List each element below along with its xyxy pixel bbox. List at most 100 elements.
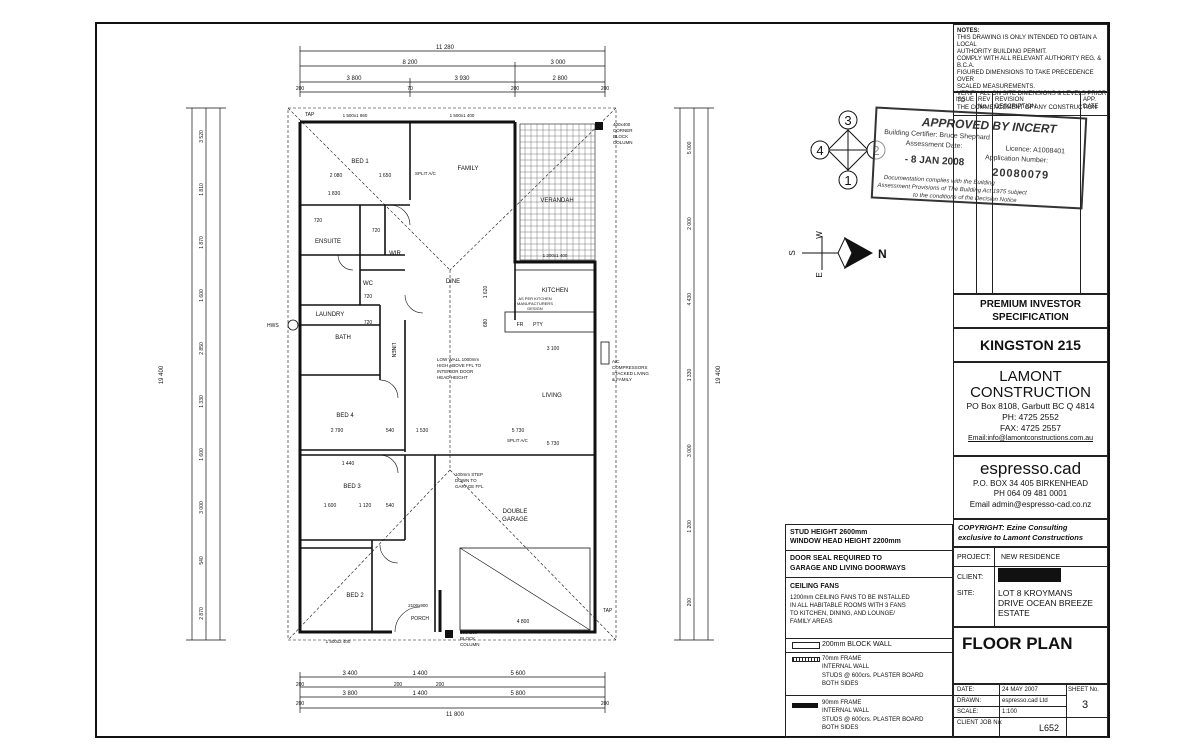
dim-1600: 1 600 [324,503,337,509]
cad-phone: PH 064 09 481 0001 [993,489,1068,498]
notes-line: VERIFY ALL ON SITE DIMENSIONS & LEVELS P… [957,91,1107,104]
sheet-value: 3 [1082,699,1089,711]
dimension-label: 1 600 [199,448,205,461]
cad-box: espresso.cad P.O. BOX 34 405 BIRKENHEAD … [953,456,1108,519]
dimension-label: 5 000 [687,141,693,154]
window-head: WINDOW HEAD HEIGHT 2200mm [790,538,901,545]
legend-90-swatch [792,703,818,708]
room-ensuite: ENSUITE [315,239,341,245]
roof-outline [287,107,617,641]
cad-email[interactable]: Email admin@espresso-cad.co.nz [969,500,1092,509]
ceiling-fans-3: TO KITCHEN, DINING, AND LOUNGE/ [790,611,895,617]
revision-table: ISSUE REV No. REVISION DESCRIPTION APP. … [953,92,1108,294]
note-split-ac-1: SPLIT A/C [415,171,437,176]
room-bed3: BED 3 [343,484,361,490]
compass-w: W [815,231,824,239]
dim-top-left: 8 200 [402,60,418,66]
dim-right-overall: 19 400 [716,365,722,384]
builder-address: PO Box 8108, Garbutt BC Q 4814 [966,401,1095,411]
notes-line: THIS DRAWING IS ONLY INTENDED TO OBTAIN … [957,35,1097,48]
room-bed2: BED 2 [346,593,364,599]
ceiling-fans-2: IN ALL HABITABLE ROOMS WITH 3 FANS [790,603,906,609]
room-bed4: BED 4 [336,413,354,419]
left-dimension-lines [186,107,226,641]
corner-block-column [595,122,603,130]
dim-540b: 540 [386,503,395,509]
kitchen-pantry: PTY [533,322,543,328]
room-laundry: LAUNDRY [316,312,345,318]
site-line2: DRIVE OCEAN BREEZE [998,598,1093,608]
scale-value: 1:100 [1002,709,1018,715]
dim-720d: 720 [364,320,373,326]
rev-date: DATE [1083,104,1099,110]
note-split-ac-2: SPLIT A/C [507,438,529,443]
note-porch-size: 2100x900 [408,603,428,608]
dimension-label: 3 000 [687,444,693,457]
note-ac-2: COMPRESSORS [612,365,648,370]
dim-1530: 1 530 [416,428,429,434]
dim-1120: 1 120 [359,503,372,509]
scale-label: SCALE: [957,709,979,715]
dim-bot-s5: 1 400 [412,691,428,697]
note-porch-col-3: COLUMN [460,642,480,647]
dim-top-200a: 200 [296,86,305,92]
dim-top-s3: 2 800 [552,76,568,82]
garage-door [459,547,591,631]
room-kitchen: KITCHEN [542,288,568,294]
dim-top-s1: 3 800 [346,76,362,82]
builder-email[interactable]: Email:info@lamontconstructions.com.au [968,435,1093,442]
room-double-garage-1: DOUBLE [503,509,528,515]
dim-bed1-w: 2 080 [330,173,343,179]
drawing-info-box: DATE: 24 MAY 2007 DRAWN: espresso.cad Lt… [953,684,1108,738]
legend-90-2: INTERNAL WALL [822,708,870,714]
legend-70-swatch [792,657,820,662]
builder-phone: PH: 4725 2552 [1002,412,1059,422]
dimension-label: 1 330 [199,395,205,408]
room-dine: DINE [446,279,460,285]
rev-issue: ISSUE [956,97,975,103]
room-family: FAMILY [458,166,479,172]
drawn-label: DRAWN: [957,698,982,704]
room-verandah: VERANDAH [540,198,573,204]
site-line1: LOT 8 KROYMANS [998,588,1073,598]
notes-line: THE COMMENCEMENT OF ANY CONSTRUCTION [957,105,1097,111]
dimension-label: 2 870 [199,607,205,620]
dim-5730a: 5 730 [512,428,525,434]
note-hws: HWS [267,323,279,329]
dim-top-200c: 200 [601,86,610,92]
dim-1620: 1 620 [483,286,489,299]
note-step-1: 100mm STEP [455,472,483,477]
legend-90-3: STUDS @ 600crs. PLASTER BOARD [822,717,924,723]
copyright-box: COPYRIGHT: Ezine Consulting exclusive to… [953,519,1108,547]
dim-1500x2400: 1 500x2 400 [326,639,351,644]
elevation-1: 1 [844,173,851,188]
cad-address: P.O. BOX 34 405 BIRKENHEAD [972,479,1088,488]
rev-app: APP. [1083,97,1096,103]
right-dimension-lines [674,107,714,641]
room-bed1: BED 1 [351,159,369,165]
hws-unit [287,319,299,331]
room-bath: BATH [335,335,351,341]
dim-720a: 720 [314,218,323,224]
dim-720b: 720 [372,228,381,234]
dim-bot-200b: 200 [394,682,403,688]
cad-name: espresso.cad [979,459,1082,478]
note-step-2: DOWN TO [455,478,477,483]
dim-720c: 720 [364,294,373,300]
note-ac-4: & FAMILY [612,377,632,382]
model-box: KINGSTON 215 [953,328,1108,362]
ceiling-fans-4: FAMILY AREAS [790,619,833,625]
general-notes-box: STUD HEIGHT 2600mm WINDOW HEAD HEIGHT 22… [785,524,953,738]
dim-1200x400: 1 200x1 400 [543,253,568,258]
dim-1500x400: 1 500x1 400 [450,113,475,118]
project-box: PROJECT: NEW RESIDENCE CLIENT: SITE: LOT… [953,547,1108,627]
date-label: DATE: [957,687,975,693]
north-arrow [802,236,874,270]
notes-line: FIGURED DIMENSIONS TO TAKE PRECEDENCE OV… [957,70,1094,83]
note-ac-3: STACKED LIVING [612,371,649,376]
copyright-line2: exclusive to Lamont Constructions [958,533,1084,542]
note-ac-1: A/C [612,359,620,364]
legend-70-1: 70mm FRAME [822,656,862,662]
door-swings [337,204,424,633]
dimension-label: 1 200 [687,520,693,533]
